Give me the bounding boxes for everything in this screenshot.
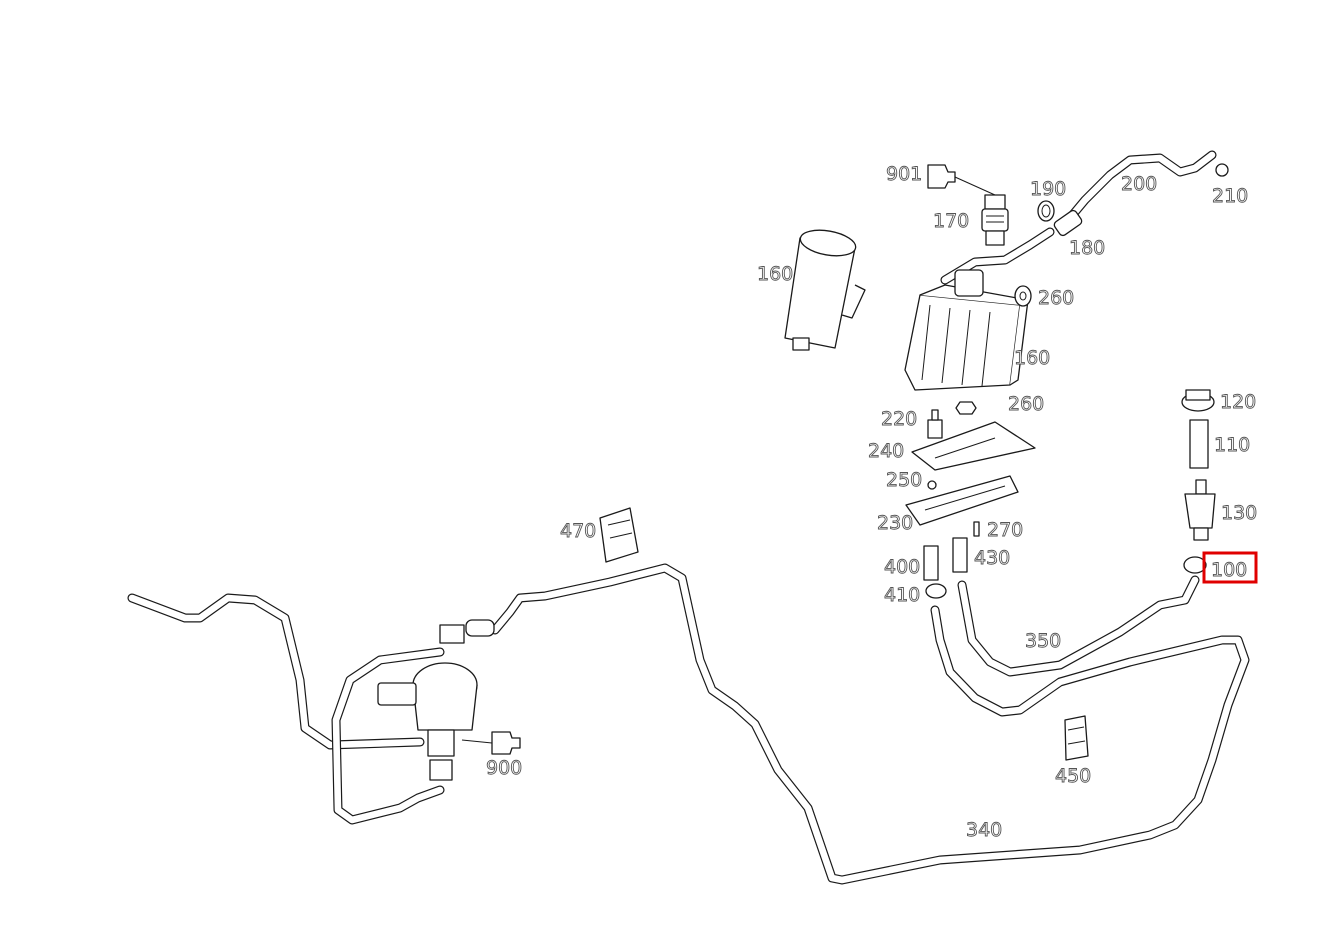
part-filter-160 bbox=[784, 229, 866, 351]
part-sleeve-430 bbox=[952, 537, 968, 573]
callout-highlight-box bbox=[1202, 551, 1258, 584]
part-valve-170 bbox=[981, 194, 1009, 246]
part-purge-valve-900 bbox=[377, 619, 495, 781]
hose-lines bbox=[127, 150, 1250, 885]
callout-220[interactable]: 220 bbox=[881, 408, 918, 431]
callout-190[interactable]: 190 bbox=[1030, 178, 1067, 201]
part-clamp-100 bbox=[1183, 556, 1207, 574]
callout-260[interactable]: 260 bbox=[1008, 393, 1045, 416]
callout-120[interactable]: 120 bbox=[1220, 391, 1257, 414]
callout-340[interactable]: 340 bbox=[966, 819, 1003, 842]
callout-170[interactable]: 170 bbox=[933, 210, 970, 233]
part-pin-270 bbox=[973, 521, 980, 537]
part-connector-901 bbox=[927, 164, 996, 196]
callout-270[interactable]: 270 bbox=[987, 519, 1024, 542]
part-ring-410 bbox=[925, 583, 947, 599]
part-bracket-240 bbox=[911, 421, 1036, 471]
part-clip-470 bbox=[599, 507, 639, 563]
callout-160-filter[interactable]: 160 bbox=[757, 263, 794, 286]
part-connector-900 bbox=[461, 731, 521, 755]
callout-110[interactable]: 110 bbox=[1214, 434, 1251, 457]
part-canister-160 bbox=[904, 269, 1029, 391]
callout-400[interactable]: 400 bbox=[884, 556, 921, 579]
part-clamp-210 bbox=[1215, 163, 1229, 177]
part-ring-190 bbox=[1037, 200, 1055, 222]
part-clip-450 bbox=[1064, 715, 1089, 761]
part-valve-130 bbox=[1184, 479, 1216, 541]
part-plate-230 bbox=[905, 475, 1019, 526]
callout-900[interactable]: 900 bbox=[486, 757, 523, 780]
callout-470[interactable]: 470 bbox=[560, 520, 597, 543]
part-sleeve-400 bbox=[923, 545, 939, 581]
callout-450[interactable]: 450 bbox=[1055, 765, 1092, 788]
part-cap-120 bbox=[1181, 389, 1215, 412]
callout-901[interactable]: 901 bbox=[886, 163, 923, 186]
callout-200[interactable]: 200 bbox=[1121, 173, 1158, 196]
part-nut-260 bbox=[955, 401, 977, 415]
callout-210[interactable]: 210 bbox=[1212, 185, 1249, 208]
callout-430[interactable]: 430 bbox=[974, 547, 1011, 570]
callout-250[interactable]: 250 bbox=[886, 469, 923, 492]
callout-160-canister[interactable]: 160 bbox=[1014, 347, 1051, 370]
callout-100[interactable]: 100 bbox=[1211, 559, 1248, 582]
callout-130[interactable]: 130 bbox=[1221, 502, 1258, 525]
part-tube-110 bbox=[1189, 419, 1209, 469]
part-washer-260-top bbox=[1014, 285, 1032, 307]
callout-230[interactable]: 230 bbox=[877, 512, 914, 535]
callout-350[interactable]: 350 bbox=[1025, 630, 1062, 653]
part-connector-180 bbox=[1053, 209, 1083, 237]
callout-260-top[interactable]: 260 bbox=[1038, 287, 1075, 310]
callout-240[interactable]: 240 bbox=[868, 440, 905, 463]
part-mount-220 bbox=[927, 409, 943, 439]
callout-labels: 901 190 200 210 170 180 160 260 160 220 … bbox=[486, 163, 1258, 842]
part-bolt-250 bbox=[927, 480, 937, 490]
callout-410[interactable]: 410 bbox=[884, 584, 921, 607]
callout-180[interactable]: 180 bbox=[1069, 237, 1106, 260]
